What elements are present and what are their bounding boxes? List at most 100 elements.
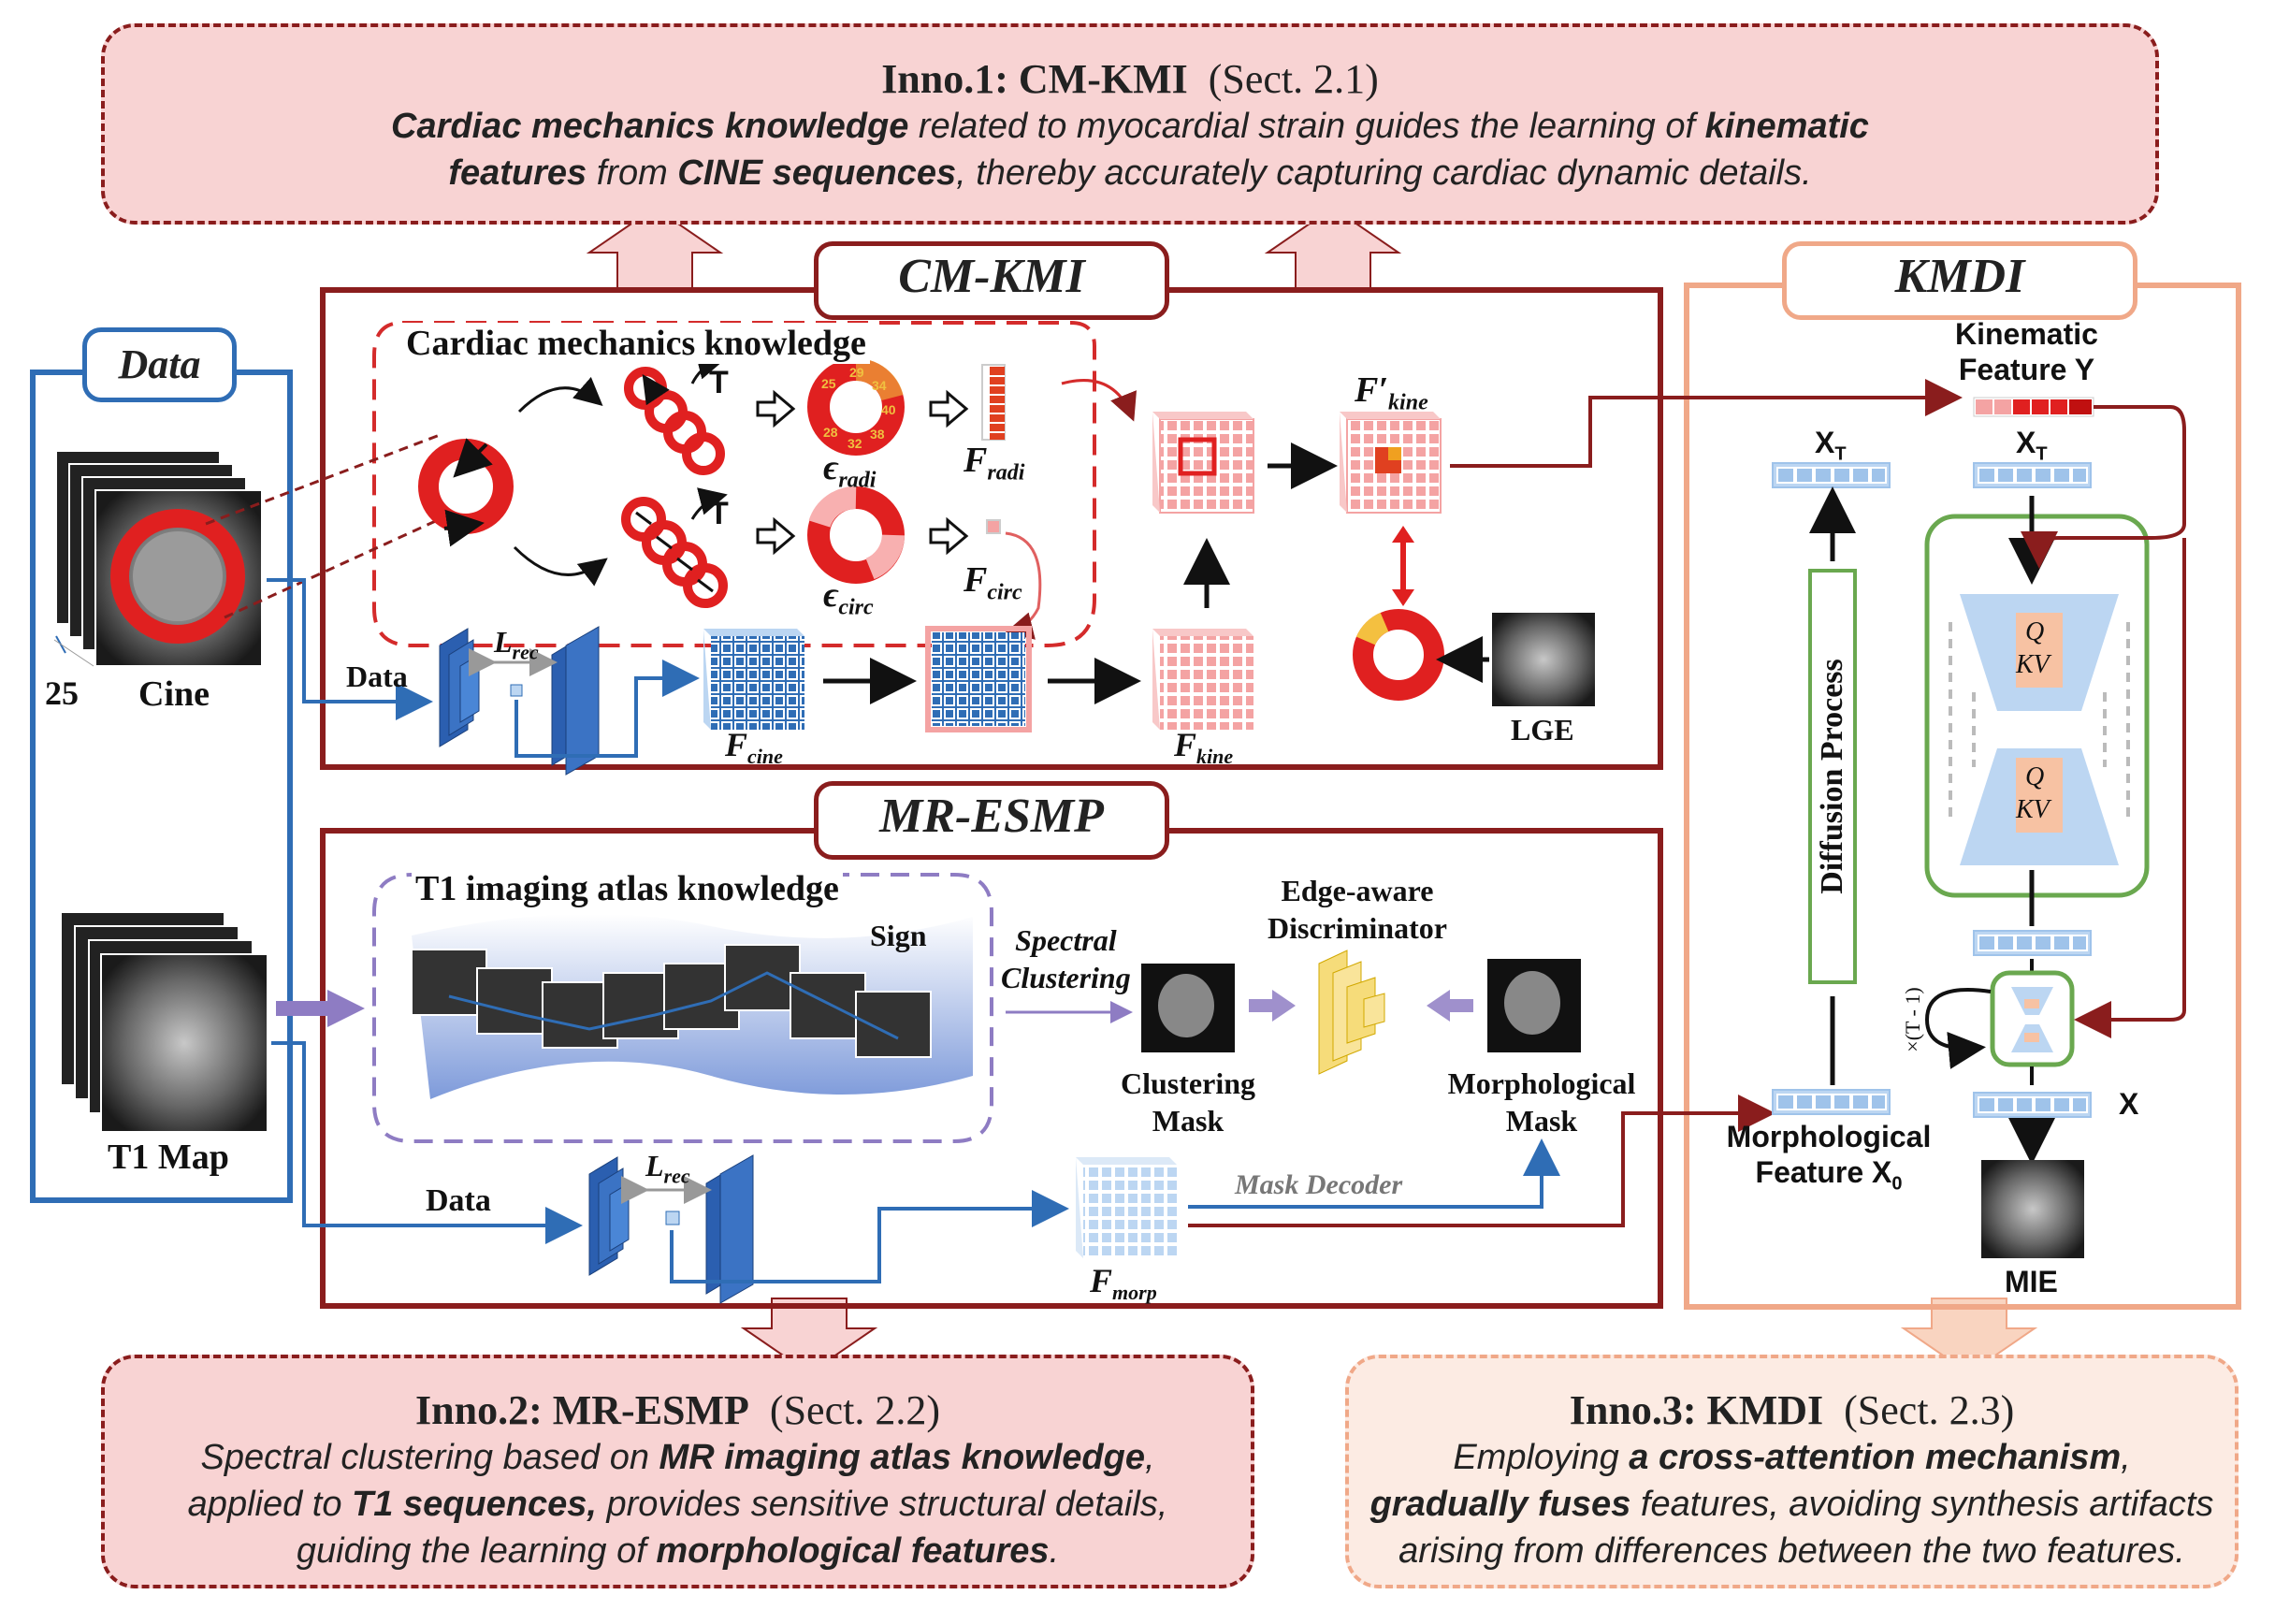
mie-image [1981, 1160, 2084, 1258]
t-label-radial: T [709, 365, 729, 400]
inno3-line3: arising from differences between the two… [1398, 1531, 2185, 1571]
xt-left-label: XT [1815, 426, 1847, 465]
inno3-title: Inno.3: KMDI [1569, 1387, 1824, 1433]
mask-decoder-label: Mask Decoder [1235, 1169, 1403, 1200]
xt-right-bar [1973, 462, 2092, 488]
kv1-label: KV [2016, 650, 2050, 679]
f-morp-label: Fmorp [1090, 1262, 1157, 1305]
inno1-title: Inno.1: CM-KMI [881, 56, 1188, 102]
loop-unet-box [1990, 970, 2075, 1067]
kv2-label: KV [2016, 795, 2050, 824]
fused-bar [1973, 930, 2092, 956]
cmkmi-tag: CM-KMI [814, 241, 1169, 320]
q1-label: Q [2025, 617, 2045, 646]
inno2-title: Inno.2: MR-ESMP [415, 1387, 749, 1433]
cine-label: Cine [138, 674, 210, 714]
x-bar [1973, 1092, 2092, 1118]
seg-label: 28 [823, 425, 838, 440]
f-circ-cube [986, 519, 1001, 534]
t-label-circ: T [709, 496, 729, 531]
lv-ring [418, 438, 514, 547]
mie-label: MIE [2005, 1265, 2058, 1298]
cmkmi-data-label: Data [346, 660, 408, 693]
f-kine-label: Fkine [1174, 726, 1234, 769]
mresmp-lrec-label: Lrec [645, 1149, 690, 1188]
kmdi-tag: KMDI [1782, 241, 2137, 320]
x-label: X [2119, 1087, 2139, 1121]
f-morp-grid [1076, 1157, 1177, 1258]
f-radi-column [981, 364, 1006, 441]
inno2-line2: applied to T1 sequences, provides sensit… [187, 1485, 1168, 1524]
seg-label: 25 [821, 376, 836, 391]
inno2-heading: Inno.2: MR-ESMP (Sect. 2.2) [105, 1386, 1251, 1434]
seg-label: 32 [848, 436, 862, 451]
f-radi-label: Fradi [964, 441, 1025, 486]
cardiac-knowledge-title: Cardiac mechanics knowledge [402, 323, 870, 364]
lge-ring [1353, 609, 1444, 701]
t1map-stack [60, 911, 268, 1133]
xt-right-label: XT [2016, 426, 2048, 465]
cmkmi-lrec-label: Lrec [494, 625, 539, 664]
edge-aware-discriminator-shape [1318, 950, 1385, 1075]
pink-grid-top [1152, 412, 1254, 514]
morph-feature-x0-bar [1772, 1089, 1891, 1115]
inno2-panel: Inno.2: MR-ESMP (Sect. 2.2) Spectral clu… [101, 1355, 1254, 1588]
arrow-up-left [586, 206, 724, 291]
inno1-line2: features from CINE sequences, thereby ac… [448, 153, 1812, 193]
seg-label: 40 [881, 402, 896, 417]
mresmp-autoencoder [588, 1154, 754, 1304]
eps-circ-label: ϵcirc [823, 575, 874, 620]
seg-label: 34 [872, 378, 887, 393]
mresmp-tag: MR-ESMP [814, 781, 1169, 860]
mresmp-data-label: Data [426, 1183, 491, 1218]
lge-image [1492, 613, 1595, 706]
inno1-sect: (Sect. 2.1) [1208, 56, 1379, 102]
arrow-down-kmdi [1900, 1298, 2038, 1375]
f-cine-fused-grid [925, 626, 1032, 732]
sign-label: Sign [870, 919, 927, 952]
seg-label: 38 [870, 427, 885, 442]
radial-strain-ring [807, 357, 905, 456]
xt-left-bar [1772, 462, 1891, 488]
inno2-line3: guiding the learning of morphological fe… [296, 1531, 1060, 1571]
circ-chain [621, 497, 728, 608]
inno3-sect: (Sect. 2.3) [1844, 1387, 2015, 1433]
f-cine-label: Fcine [725, 726, 783, 769]
inno3-heading: Inno.3: KMDI (Sect. 2.3) [1349, 1386, 2235, 1434]
loop-label: ×(T - 1) [1901, 987, 1924, 1052]
radial-segment-labels: 25 29 34 40 38 32 28 [814, 365, 898, 451]
f-kine-grid [1152, 629, 1253, 730]
q2-label: Q [2025, 762, 2045, 791]
seg-label: 29 [849, 365, 864, 380]
f-kine-prime-label: F′kine [1355, 370, 1428, 415]
inno3-line1: Employing a cross-attention mechanism, [1453, 1438, 2131, 1477]
cmkmi-autoencoder [439, 626, 600, 776]
arrow-up-right [1264, 206, 1402, 291]
cardiac-knowledge-region [372, 321, 1096, 647]
atlas-knowledge-region [372, 873, 993, 1143]
lge-label: LGE [1511, 713, 1574, 747]
radial-chain [624, 367, 725, 475]
atlas-slices [411, 944, 932, 1058]
eps-radi-label: ϵradi [823, 448, 877, 493]
inno1-heading: Inno.1: CM-KMI (Sect. 2.1) [105, 55, 2155, 103]
inno1-line1: Cardiac mechanics knowledge related to m… [391, 107, 1869, 146]
t1map-label: T1 Map [108, 1138, 229, 1177]
atlas-knowledge-title: T1 imaging atlas knowledge [412, 868, 843, 909]
f-circ-label: Fcirc [964, 560, 1022, 605]
diffusion-process-box [1808, 569, 1857, 984]
inno3-line2: gradually fuses features, avoiding synth… [1369, 1485, 2214, 1524]
f-cine-grid [703, 629, 804, 730]
inno2-line1: Spectral clustering based on MR imaging … [200, 1438, 1155, 1477]
cine-stack [55, 450, 263, 667]
data-tag: Data [82, 327, 237, 402]
kinematic-feature-y-bar [1973, 397, 2094, 417]
cine-count: 25 [45, 674, 79, 712]
